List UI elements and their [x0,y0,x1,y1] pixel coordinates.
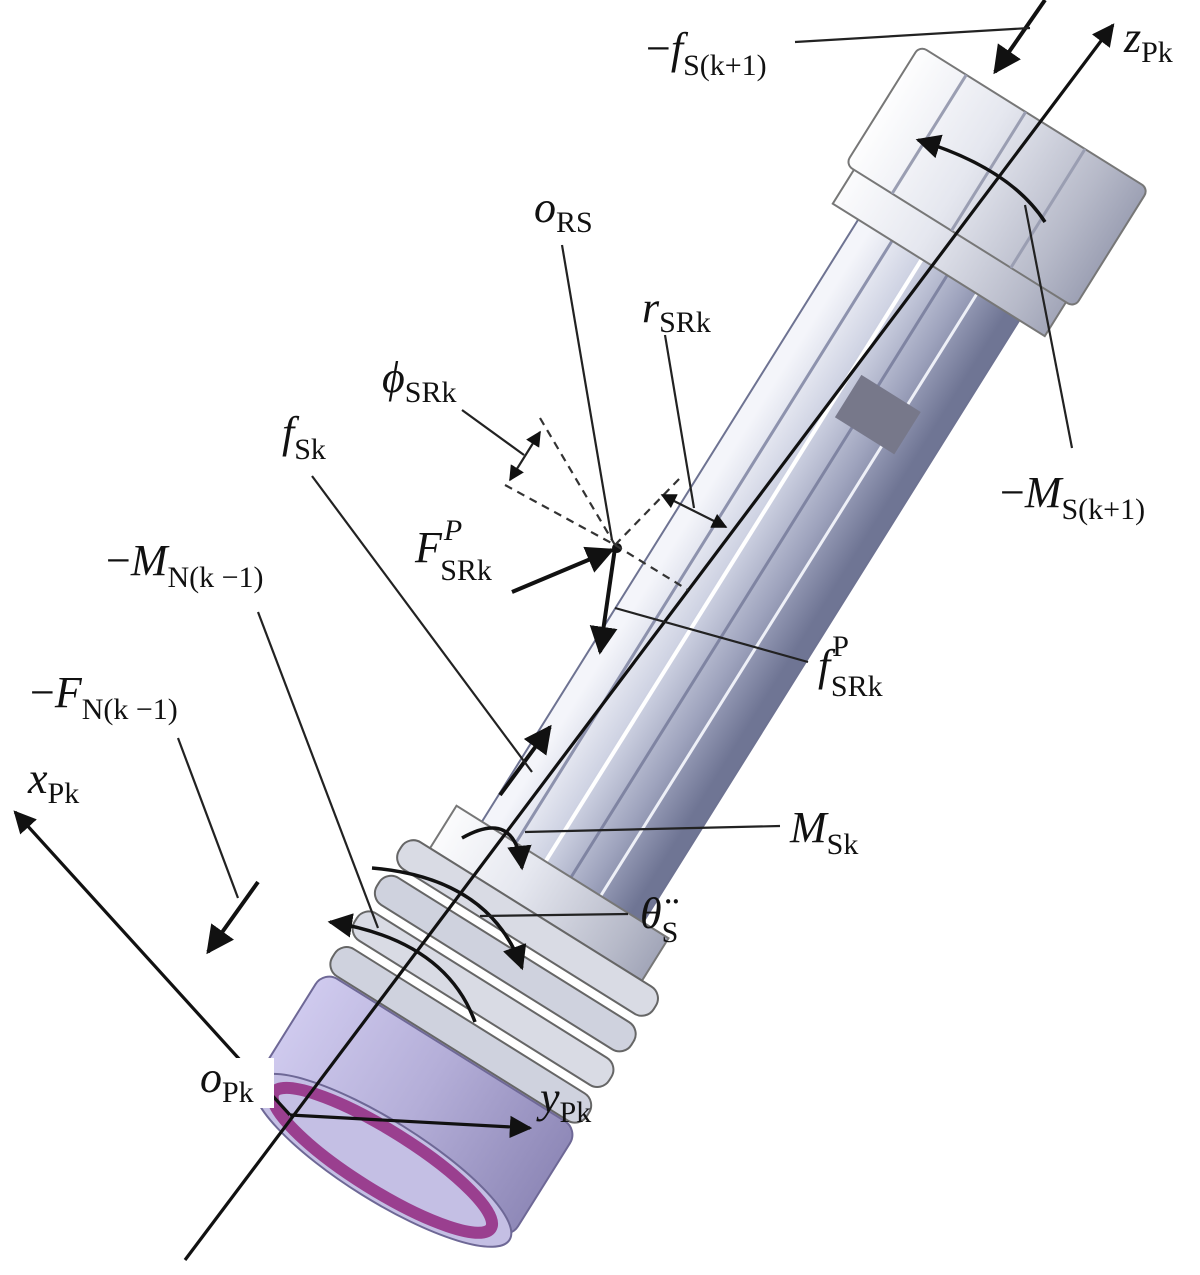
thread-ring [329,946,593,1124]
contact-geometry [504,417,728,591]
moment-M-S-k1-arc [915,134,1047,223]
label-f-S-k1: −fS(k+1) [646,24,767,82]
y-axis [289,1113,533,1139]
label-r-SRk: rSRk [642,283,711,339]
dashed-line [539,417,616,546]
leader-f-Sk [311,475,533,773]
leader-f-SRk [614,606,809,664]
labels: −fS(k+1) zPk oRS rSRk ϕSRk fSk −MS(k+1) … [27,13,1173,1129]
screw-shaft [252,47,1147,1248]
leader-F-N-km1 [176,737,240,899]
shaft-flat [834,374,921,455]
leader-phi-SRk [461,409,525,456]
leader-f-S-k1 [794,26,1031,44]
label-o-RS: oRS [534,183,593,239]
r-dimension [660,494,728,528]
theta-S-arc [371,866,527,971]
label-z-Pk: zPk [1123,13,1173,69]
leader-theta-S [479,912,629,918]
force-f-SRk-arrow [589,547,618,655]
moment-arcs [327,134,1047,1023]
dashed-line [614,477,681,546]
shaft-groove [533,249,929,880]
force-F-SRk-arrow [511,546,615,594]
label-F-N-km1: −FN(k −1) [30,668,178,726]
leader-r-SRk [663,334,696,509]
label-M-S-k1: −MS(k+1) [1000,468,1145,526]
leader-M-S-k1 [1023,204,1074,449]
shaft-groove [504,231,899,861]
moment-M-Sk-arc [461,826,532,871]
label-f-Sk: fSk [282,408,326,466]
contact-point [612,543,622,553]
dashed-line [504,484,616,546]
leader-o-RS [560,244,614,541]
force-F-N-km1-arrow [206,880,260,955]
label-o-Pk-background [196,1058,274,1108]
label-x-Pk: xPk [27,754,79,810]
leader-M-Sk [524,824,781,834]
phi-dimension [509,430,541,482]
leader-M-N-km1 [256,611,380,929]
moment-M-N-km1-arc [327,913,477,1023]
top-cap-slot [890,74,968,195]
label-y-Pk: yPk [536,1073,591,1129]
shaft-groove [559,265,954,896]
label-M-N-km1: −MN(k −1) [106,536,264,594]
shaft-groove [588,284,984,914]
thread-ring [351,910,615,1088]
force-f-S-k1-arrow [993,0,1047,75]
top-cap-slot [1009,148,1087,269]
label-o-Pk: oPk [200,1053,254,1109]
dashed-line [614,544,689,591]
label-M-Sk: MSk [789,803,858,861]
z-axis [183,23,1115,1261]
label-phi-SRk: ϕSRk [382,353,456,409]
leader-lines [176,26,1074,929]
